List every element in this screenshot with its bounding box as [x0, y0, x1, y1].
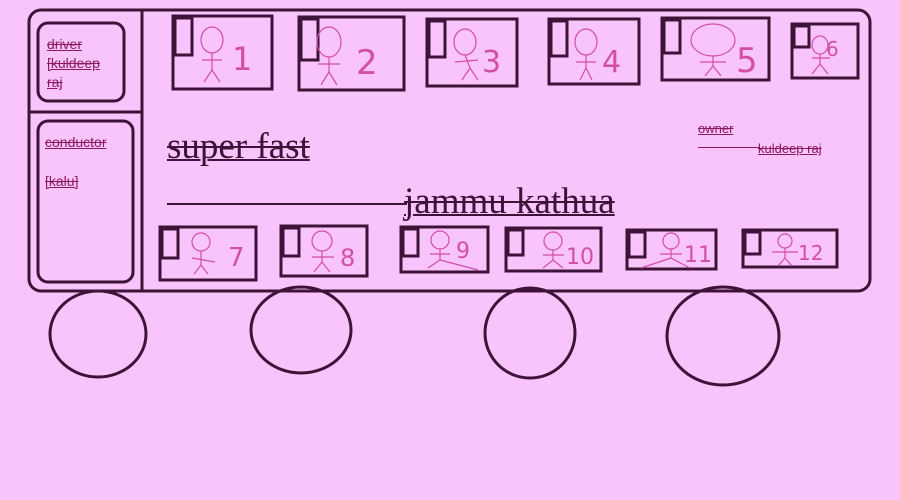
driver-name-line2: raj	[47, 74, 63, 90]
lower-window-9	[399, 225, 490, 274]
owner-name: kuldeep raj	[758, 141, 822, 156]
window-number-10: 10	[566, 245, 594, 270]
passenger-sketch	[453, 28, 479, 81]
upper-window-3	[425, 17, 519, 88]
conductor-box	[36, 119, 135, 284]
window-number-5: 5	[736, 41, 758, 81]
window-number-11: 11	[684, 243, 712, 268]
passenger-sketch	[311, 230, 334, 273]
window-number-3: 3	[482, 45, 501, 80]
passenger-sketch	[191, 232, 216, 275]
driver-box	[36, 21, 126, 103]
upper-window-1	[171, 14, 274, 91]
wheel-2	[249, 285, 353, 375]
passenger-sketch	[427, 230, 479, 271]
passenger-sketch	[811, 35, 830, 75]
owner-label: owner	[698, 121, 734, 136]
passenger-sketch	[772, 233, 798, 267]
passenger-sketch	[640, 232, 691, 269]
passenger-sketch	[316, 26, 342, 86]
conductor-name: [kalu]	[45, 173, 79, 189]
route-title: jammu kathua	[404, 181, 615, 222]
wheel-3	[483, 286, 577, 380]
route-strike-line	[167, 203, 407, 205]
lower-window-12	[741, 228, 839, 269]
upper-window-4	[547, 17, 641, 86]
passenger-sketch	[574, 28, 598, 81]
window-number-6: 6	[826, 37, 839, 61]
driver-name-line1: [kuldeep	[47, 55, 100, 71]
conductor-label: conductor	[45, 134, 107, 150]
lower-window-11	[625, 228, 718, 271]
passenger-sketch	[542, 231, 564, 269]
passenger-sketch	[200, 26, 224, 83]
bus-body	[27, 8, 872, 293]
window-number-9: 9	[456, 239, 470, 264]
window-number-2: 2	[356, 43, 378, 83]
window-number-4: 4	[602, 45, 621, 80]
window-number-12: 12	[798, 241, 823, 265]
wheel-4	[665, 285, 781, 387]
lower-window-8	[279, 224, 369, 278]
driver-label: driver	[47, 36, 83, 52]
wheel-1	[48, 289, 148, 379]
window-number-1: 1	[232, 40, 252, 78]
owner-strike-line	[698, 147, 760, 148]
upper-window-5	[660, 16, 771, 82]
bus-type-title: super fast	[167, 126, 310, 167]
upper-window-2	[297, 15, 406, 92]
lower-window-7	[158, 225, 258, 282]
passenger-sketch	[690, 23, 736, 77]
window-number-7: 7	[228, 243, 245, 273]
window-number-8: 8	[340, 244, 355, 272]
lower-window-10	[504, 226, 603, 273]
upper-window-6	[790, 22, 860, 80]
